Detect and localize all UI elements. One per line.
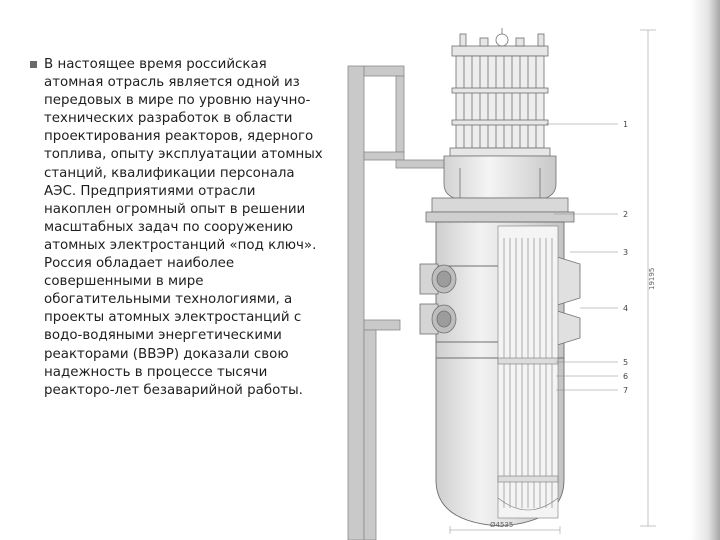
diameter-dimension bbox=[449, 526, 561, 534]
reactor-drawing: 1 2 3 4 5 6 7 19195 Ø4535 bbox=[340, 28, 670, 540]
bullet-paragraph: В настоящее время российская атомная отр… bbox=[44, 57, 323, 398]
reactor-head bbox=[425, 155, 575, 223]
callout-2: 2 bbox=[623, 210, 628, 219]
coolant-nozzles bbox=[419, 255, 581, 347]
core-internals bbox=[497, 225, 559, 519]
callout-labels: 1 2 3 4 5 6 7 bbox=[623, 120, 628, 395]
callout-6: 6 bbox=[623, 372, 628, 381]
height-dimension-label: 19195 bbox=[648, 268, 656, 290]
callout-leaders bbox=[546, 123, 618, 391]
square-bullet-icon bbox=[30, 61, 37, 68]
height-dimension bbox=[640, 29, 656, 527]
reactor-cross-section: 1 2 3 4 5 6 7 19195 Ø4535 bbox=[347, 28, 656, 540]
callout-3: 3 bbox=[623, 248, 628, 257]
callout-1: 1 bbox=[623, 120, 628, 129]
slide-edge-shadow bbox=[690, 0, 720, 540]
callout-5: 5 bbox=[623, 358, 628, 367]
upper-unit bbox=[449, 28, 551, 157]
bullet-item: В настоящее время российская атомная отр… bbox=[30, 56, 326, 400]
callout-4: 4 bbox=[623, 304, 628, 313]
callout-7: 7 bbox=[623, 386, 628, 395]
shaft-wall bbox=[347, 65, 457, 540]
diameter-dimension-label: Ø4535 bbox=[490, 521, 513, 529]
